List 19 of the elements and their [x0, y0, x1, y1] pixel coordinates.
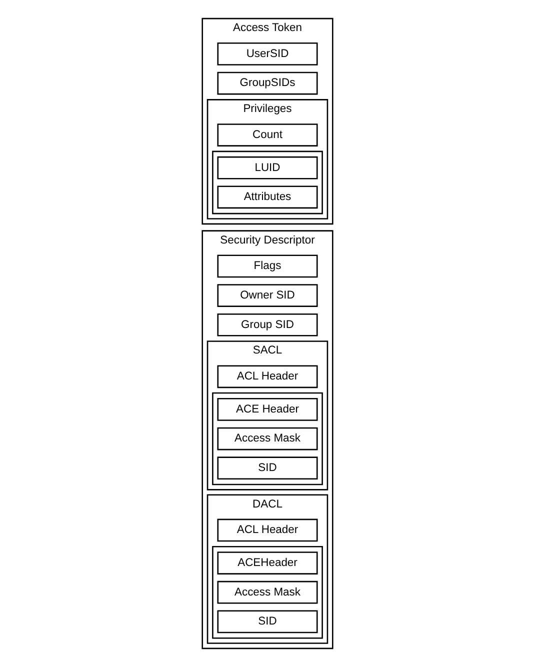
node-box: Flags	[216, 254, 318, 278]
node-box: SID	[216, 610, 318, 634]
node-box: Access Mask	[216, 427, 318, 450]
node-box: LUID	[216, 156, 318, 180]
node-box: Access Mask	[216, 580, 318, 604]
cluster	[212, 546, 322, 639]
node-box: GroupSIDs	[216, 72, 318, 95]
node-box: ACL Header	[216, 518, 318, 542]
node-box: Count	[216, 124, 318, 146]
node-box: SID	[216, 456, 318, 480]
node-box: Attributes	[216, 186, 318, 209]
node-box: ACL Header	[216, 365, 318, 388]
node-box: ACE Header	[216, 398, 318, 421]
node-box: UserSID	[216, 42, 318, 66]
node-box: ACEHeader	[216, 552, 318, 574]
node-box: Owner SID	[216, 284, 318, 307]
cluster	[212, 150, 322, 214]
node-box: Group SID	[216, 313, 318, 336]
cluster	[212, 392, 322, 486]
